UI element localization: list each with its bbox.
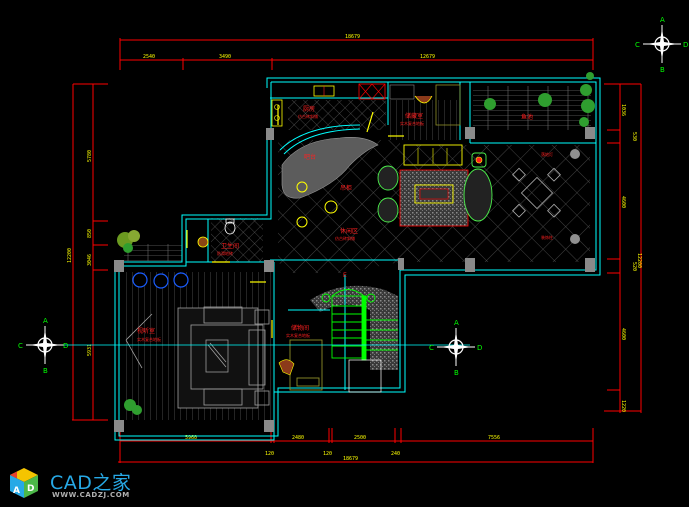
room-label-lounge: 休闲区	[340, 227, 358, 235]
columns	[296, 181, 338, 228]
dining-table	[512, 167, 561, 218]
floor-lamps	[570, 149, 580, 244]
room-label-bathroom: 卫生间	[221, 242, 239, 250]
dim-right-seg: 1036	[620, 104, 626, 116]
dim-bottom-seg: 2500	[354, 435, 366, 441]
room-label-column: 装饰柱	[541, 234, 553, 240]
dimension-texts: 18679 2540 3490 12679 5960 2480 2500 755…	[67, 34, 642, 462]
door-ticks	[186, 105, 279, 338]
room-sub-storage: 实木复合地板	[400, 120, 424, 126]
dim-left-seg: 3046	[87, 254, 93, 266]
room-sub-lounge: 仿古砖斜铺	[335, 235, 355, 241]
compass-center: A B C D	[429, 319, 482, 377]
room-label-utility: 储物间	[291, 324, 309, 332]
logo-title: CAD之家	[50, 472, 132, 494]
section-mark-e: E	[343, 272, 347, 279]
room-label-kitchen: 厨房	[303, 105, 315, 113]
dim-right-seg: 530	[631, 132, 637, 141]
compass-label-b: B	[454, 369, 459, 377]
room-sub-bathroom: 防滑地砖	[217, 250, 233, 256]
compass-left: A B C D	[18, 317, 68, 375]
room-label-hanging-cabinet: 吊柜	[340, 184, 352, 192]
bathroom-fixtures	[197, 218, 236, 248]
logo-cube-letter: D	[27, 484, 34, 494]
room-label-av-room: 视听室	[137, 327, 155, 335]
dim-right-seg: 4600	[620, 196, 626, 208]
av-room-furniture	[125, 272, 270, 409]
room-label-floor-lamp: 落地灯	[541, 151, 553, 157]
dimension-lines	[72, 38, 642, 463]
room-sub-utility: 实木复合地板	[286, 332, 310, 338]
lounge-sofa-set	[377, 144, 493, 227]
compass-label-c: C	[18, 342, 23, 350]
plants	[117, 72, 595, 415]
compass-rose-icon	[26, 326, 64, 364]
dim-top-seg: 3490	[219, 54, 231, 60]
compass-label-a: A	[454, 319, 459, 327]
room-labels: 厨房 仿古砖斜铺 储藏室 实木复合地板 鱼池 吧台 吊柜 休闲区 仿古砖斜铺 落…	[137, 105, 553, 342]
compass-label-c: C	[429, 344, 434, 352]
dim-right-seg: 1220	[620, 400, 626, 412]
dim-bottom-seg: 5960	[185, 435, 197, 441]
room-sub-av-room: 实木复合地板	[137, 336, 161, 342]
dim-right-seg: 4600	[620, 328, 626, 340]
pillars	[114, 127, 595, 432]
compass-label-b: B	[43, 367, 48, 375]
dim-left-seg: 5780	[87, 150, 93, 162]
dim-left-seg: 5931	[87, 344, 93, 356]
compass-label-b: B	[660, 66, 665, 74]
room-label-storage: 储藏室	[405, 112, 423, 120]
compass-label-a: A	[660, 16, 665, 24]
room-label-bar: 吧台	[304, 153, 316, 161]
room-label-fish-pond: 鱼池	[521, 113, 533, 121]
dim-top-seg: 2540	[143, 54, 155, 60]
compass-label-d: D	[63, 342, 68, 350]
dim-top-total: 18679	[345, 34, 360, 40]
room-sub-kitchen: 仿古砖斜铺	[298, 113, 318, 119]
staircase	[278, 289, 398, 393]
dim-top-seg: 12679	[420, 54, 435, 60]
dim-bottom-total: 18679	[343, 456, 358, 462]
compass-label-d: D	[683, 41, 688, 49]
dim-bottom-gap: 120	[265, 451, 274, 457]
logo-url: WWW.CADZJ.COM	[52, 491, 130, 499]
logo-cube-letter: A	[13, 486, 20, 496]
compass-label-c: C	[635, 41, 640, 49]
kitchen-fixtures	[271, 83, 461, 137]
compass-label-d: D	[477, 344, 482, 352]
dim-right-outer: 12200	[636, 253, 642, 268]
compass-top-right: A B C D	[635, 16, 688, 74]
dim-bottom-gap: 240	[391, 451, 400, 457]
dim-left-outer: 12200	[67, 248, 73, 263]
dim-bottom-seg: 2480	[292, 435, 304, 441]
compass-label-a: A	[43, 317, 48, 325]
dim-bottom-seg: 7556	[488, 435, 500, 441]
dim-bottom-gap: 120	[323, 451, 332, 457]
compass-rose-icon	[437, 328, 475, 366]
compass-rose-icon	[643, 25, 681, 63]
cadzj-logo: A D CAD之家 WWW.CADZJ.COM	[6, 466, 166, 502]
logo-cube-icon: A D	[10, 468, 38, 498]
dim-right-seg: 520	[631, 262, 637, 271]
dim-left-seg: 850	[87, 229, 93, 238]
